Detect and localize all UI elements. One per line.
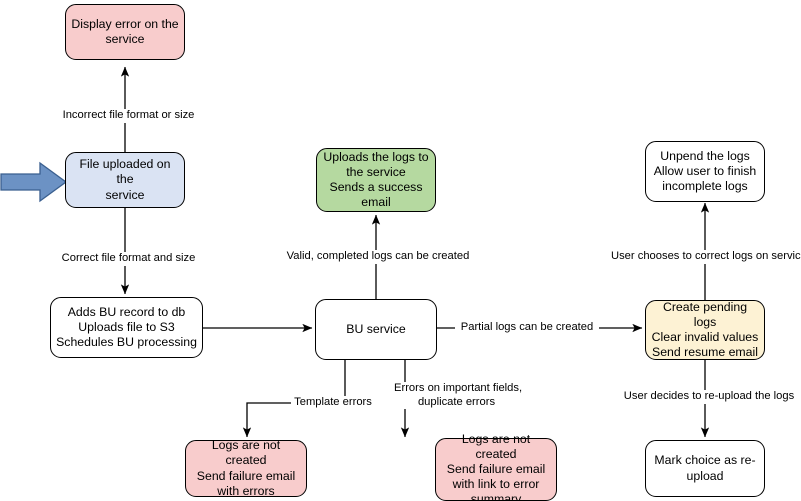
node-file-uploaded[interactable]: File uploaded on the service	[65, 152, 185, 208]
edge-label-partial-logs: Partial logs can be created	[455, 321, 599, 335]
node-file-uploaded-label: File uploaded on the service	[79, 157, 171, 202]
node-adds-bu-record-label: Adds BU record to db Uploads file to S3 …	[56, 304, 197, 350]
edge-label-correct-format: Correct file format and size	[55, 252, 202, 266]
node-display-error-label: Display error on the service	[71, 16, 179, 46]
edge-label-incorrect-format: Incorrect file format or size	[54, 109, 203, 123]
node-adds-bu-record[interactable]: Adds BU record to db Uploads file to S3 …	[50, 297, 203, 358]
node-uploads-logs-label: Uploads the logs to the service Sends a …	[323, 149, 429, 210]
node-unpend-logs[interactable]: Unpend the logs Allow user to finish inc…	[645, 141, 765, 202]
edge-label-user-corrects: User chooses to correct logs on service	[609, 250, 801, 264]
entry-block-arrow-icon	[0, 161, 68, 203]
node-bu-service[interactable]: BU service	[315, 299, 437, 360]
node-uploads-logs[interactable]: Uploads the logs to the service Sends a …	[316, 148, 436, 212]
node-create-pending-logs[interactable]: Create pending logs Clear invalid values…	[645, 300, 765, 360]
edge-label-user-reuploads: User decides to re-upload the logs	[617, 390, 801, 404]
node-logs-not-created-template-label: Logs are not created Send failure email …	[196, 438, 296, 498]
edge-label-template-errors: Template errors	[291, 396, 375, 410]
node-create-pending-logs-label: Create pending logs Clear invalid values…	[651, 299, 759, 360]
node-logs-not-created-template[interactable]: Logs are not created Send failure email …	[185, 438, 307, 498]
node-mark-choice-label: Mark choice as re- upload	[654, 453, 756, 483]
node-logs-not-created-fields[interactable]: Logs are not created Send failure email …	[435, 432, 557, 501]
node-display-error[interactable]: Display error on the service	[65, 4, 185, 60]
node-unpend-logs-label: Unpend the logs Allow user to finish inc…	[653, 148, 757, 194]
node-mark-choice[interactable]: Mark choice as re- upload	[645, 440, 765, 497]
node-logs-not-created-fields-label: Logs are not created Send failure email …	[446, 431, 546, 501]
node-bu-service-label: BU service	[346, 321, 406, 336]
edge-label-important-errors: Errors on important fields, duplicate er…	[392, 382, 523, 410]
edge-label-valid-logs: Valid, completed logs can be created	[281, 250, 475, 264]
